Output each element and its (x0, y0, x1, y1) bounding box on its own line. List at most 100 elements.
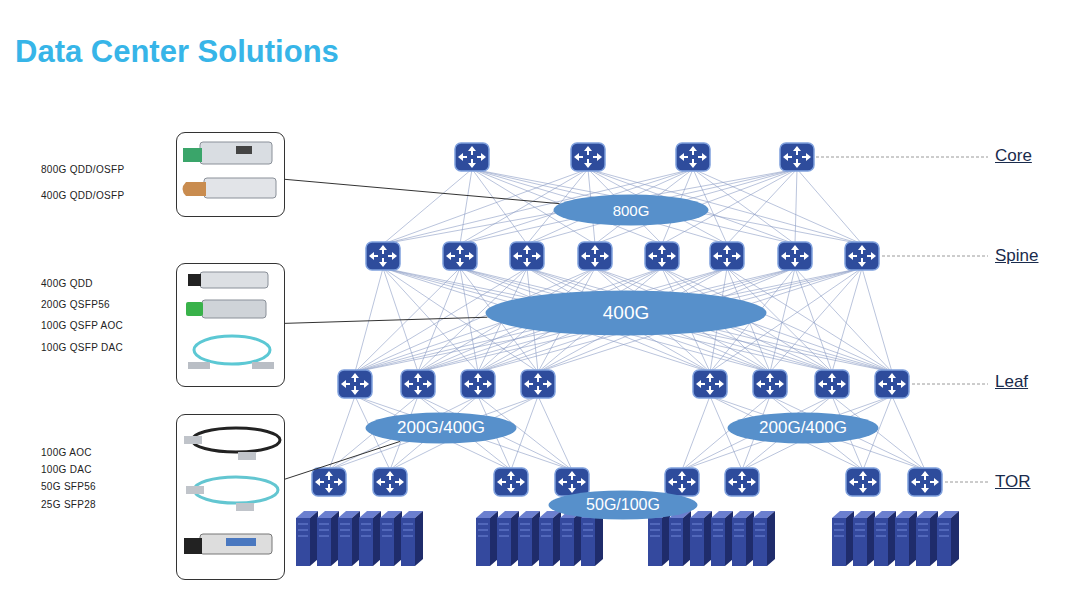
spine-switch (845, 242, 879, 270)
mesh-link (538, 396, 572, 470)
spine-switch (578, 242, 612, 270)
product-label: 800G QDD/OSFP (41, 164, 171, 175)
mesh-link (770, 268, 795, 372)
server (937, 511, 959, 566)
bandwidth-ellipse: 400G (485, 290, 767, 336)
ellipse-shape (549, 491, 698, 520)
leaf-switch (461, 370, 495, 398)
product-label: 400G QDD (41, 278, 171, 289)
server (581, 511, 603, 566)
mesh-link (478, 268, 862, 372)
server (711, 511, 733, 566)
server (874, 511, 896, 566)
leaf-switch (693, 370, 727, 398)
mesh-link (527, 169, 797, 244)
leader-line (285, 179, 559, 203)
mesh-link (710, 396, 925, 470)
tor-switch (665, 468, 699, 496)
tier-leader (882, 256, 988, 257)
tor-switch (312, 468, 346, 496)
cable-connector (238, 452, 256, 460)
mesh-link (418, 268, 862, 372)
transceiver-body (204, 178, 276, 198)
product-box: 800G QDD/OSFP400G QDD/OSFP (176, 132, 285, 217)
bandwidth-label: 50G/100G (548, 490, 698, 520)
mesh-link (770, 268, 862, 372)
mesh-link (460, 169, 797, 244)
ellipse-shape (728, 413, 879, 444)
spine-switch (645, 242, 679, 270)
core-switch (780, 143, 814, 171)
transceiver-body (200, 272, 268, 288)
mesh-link (355, 268, 795, 372)
server (359, 511, 381, 566)
mesh-links (329, 169, 925, 470)
spine-switch (778, 242, 812, 270)
tor-switch (725, 468, 759, 496)
mesh-link (797, 169, 862, 244)
tier-label: TOR (995, 472, 1031, 492)
tier-leader (816, 157, 988, 158)
server (497, 511, 519, 566)
mesh-link (418, 268, 460, 372)
server (916, 511, 938, 566)
transceiver-body (200, 142, 272, 164)
mesh-link (383, 169, 797, 244)
cable-loop (194, 336, 270, 364)
mesh-link (862, 268, 892, 372)
server (296, 511, 318, 566)
core-switch (455, 143, 489, 171)
mesh-link (383, 268, 832, 372)
mesh-link (795, 169, 797, 244)
transceiver-label (226, 538, 256, 546)
cable-connector (252, 362, 274, 369)
pull-tab (188, 274, 201, 286)
spine-switch (710, 242, 744, 270)
leaf-switch (753, 370, 787, 398)
pull-tab (184, 538, 202, 554)
server (648, 511, 670, 566)
pull-tab (183, 148, 202, 162)
server (476, 511, 498, 566)
mesh-link (418, 268, 795, 372)
mesh-link (329, 396, 538, 470)
server (669, 511, 691, 566)
core-switch (571, 143, 605, 171)
bandwidth-ellipse: 200G/400G (365, 412, 517, 444)
mesh-link (472, 169, 527, 244)
leaf-switch (338, 370, 372, 398)
mesh-link (727, 169, 797, 244)
mesh-link (682, 396, 710, 470)
cable-loop (192, 428, 280, 452)
mesh-link (383, 169, 472, 244)
cable-connector (184, 436, 202, 444)
server (732, 511, 754, 566)
bandwidth-ellipse: 200G/400G (727, 412, 879, 444)
cable-connector (186, 486, 204, 494)
tor-switch (846, 468, 880, 496)
pull-tab (183, 182, 207, 196)
server (895, 511, 917, 566)
leaf-switch (401, 370, 435, 398)
product-label: 100G DAC (41, 464, 171, 475)
mesh-link (693, 169, 862, 244)
bandwidth-label: 200G/400G (365, 412, 517, 444)
mesh-link (682, 396, 892, 470)
product-box: 100G AOC100G DAC50G SFP5625G SFP28 (176, 414, 285, 580)
ellipse-shape (486, 291, 767, 336)
ellipse-shape (366, 413, 517, 444)
product-label: 200G QSFP56 (41, 299, 171, 310)
mesh-link (460, 268, 892, 372)
pull-tab (186, 302, 203, 316)
mesh-link (892, 396, 925, 470)
server (338, 511, 360, 566)
cable-connector (236, 503, 254, 511)
server (401, 511, 423, 566)
tier-label: Core (995, 146, 1032, 166)
tier-leader (912, 384, 988, 385)
product-photos (183, 142, 281, 554)
cable-connector (188, 362, 210, 369)
leaf-switch (815, 370, 849, 398)
